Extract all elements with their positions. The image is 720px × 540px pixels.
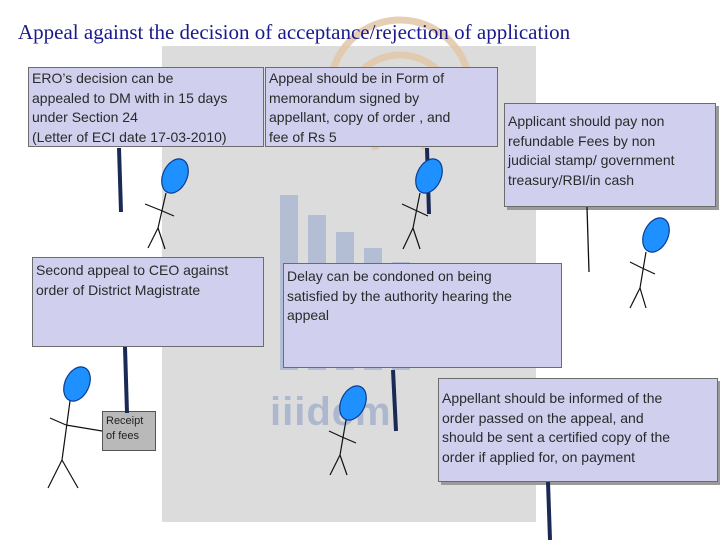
page-title: Appeal against the decision of acceptanc… (18, 20, 571, 44)
pointer-stick (117, 147, 123, 213)
stick-figure-1 (144, 158, 189, 250)
appeal-form-box: Appeal should be in Form of memorandum s… (265, 67, 498, 147)
pointer-stick (586, 206, 590, 273)
receipt-of-fees-box: Receipt of fees (102, 411, 156, 451)
stick-figure-2 (401, 158, 443, 250)
iiidem-logo: iiidem (270, 390, 392, 434)
pointer-stick (123, 346, 129, 414)
inform-box: Appellant should be informed of the orde… (438, 378, 718, 482)
stick-figure-3 (629, 217, 670, 309)
ero-decision-box: ERO’s decision can be appealed to DM wit… (28, 67, 264, 147)
second-appeal-text: Second appeal to CEO against order of Di… (36, 262, 229, 298)
second-appeal-box: Second appeal to CEO against order of Di… (32, 257, 264, 347)
pointer-stick (391, 369, 398, 432)
inform-text: Appellant should be informed of the orde… (442, 390, 671, 465)
stick-figure-4 (47, 366, 103, 489)
appeal-form-text: Appeal should be in Form of memorandum s… (269, 70, 451, 145)
delay-box: Delay can be condoned on being satisfied… (283, 263, 562, 368)
pointer-stick (546, 481, 552, 540)
fees-text: Applicant should pay non refundable Fees… (508, 113, 675, 188)
fees-box: Applicant should pay non refundable Fees… (504, 103, 716, 207)
stick-figure-5 (328, 385, 367, 476)
ero-decision-text: ERO’s decision can be appealed to DM wit… (32, 70, 228, 145)
delay-text: Delay can be condoned on being satisfied… (287, 268, 512, 323)
receipt-text: Receipt of fees (106, 415, 144, 442)
